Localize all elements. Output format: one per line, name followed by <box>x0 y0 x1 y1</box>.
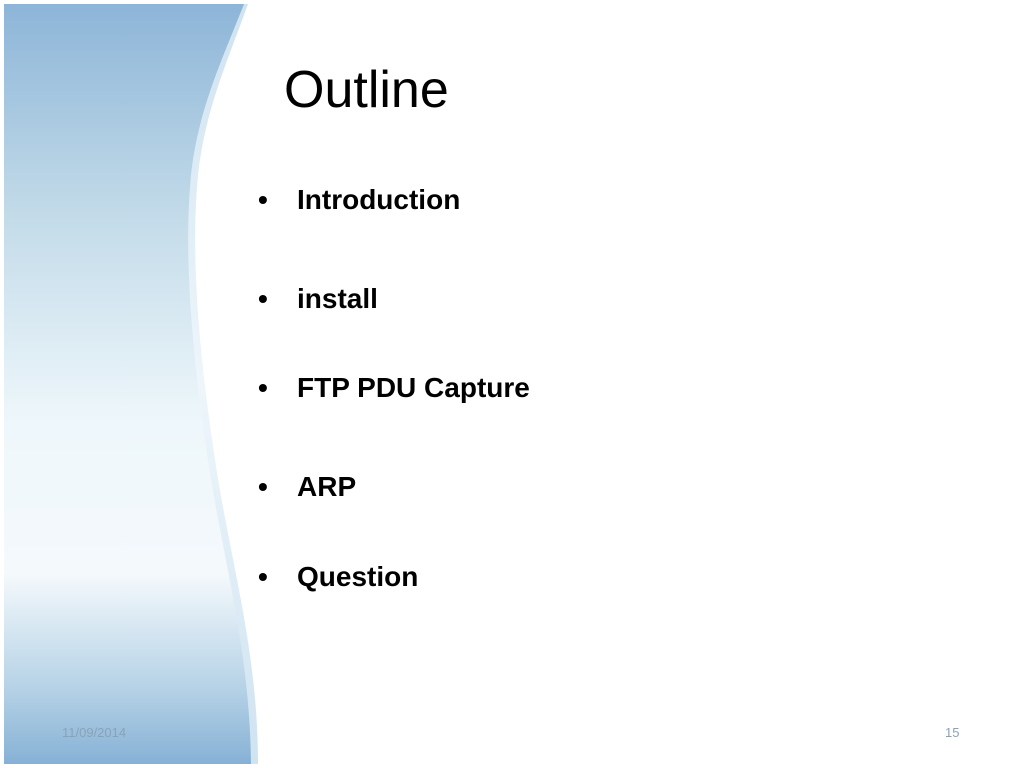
side-wave-decoration <box>4 4 258 764</box>
bullet-text: Introduction <box>297 184 461 215</box>
bullet-icon: • <box>258 561 268 592</box>
footer-date: 11/09/2014 <box>62 725 127 740</box>
bullet-text: ARP <box>297 471 357 502</box>
bullet-text: Question <box>297 561 419 592</box>
bullet-text: install <box>297 283 378 314</box>
bullet-icon: • <box>258 372 268 403</box>
slide-title: Outline <box>284 61 449 119</box>
bullet-icon: • <box>258 283 268 314</box>
bullet-icon: • <box>258 184 268 215</box>
bullet-text: FTP PDU Capture <box>297 372 530 403</box>
bullet-icon: • <box>258 471 268 502</box>
footer-page-number: 15 <box>945 725 960 740</box>
